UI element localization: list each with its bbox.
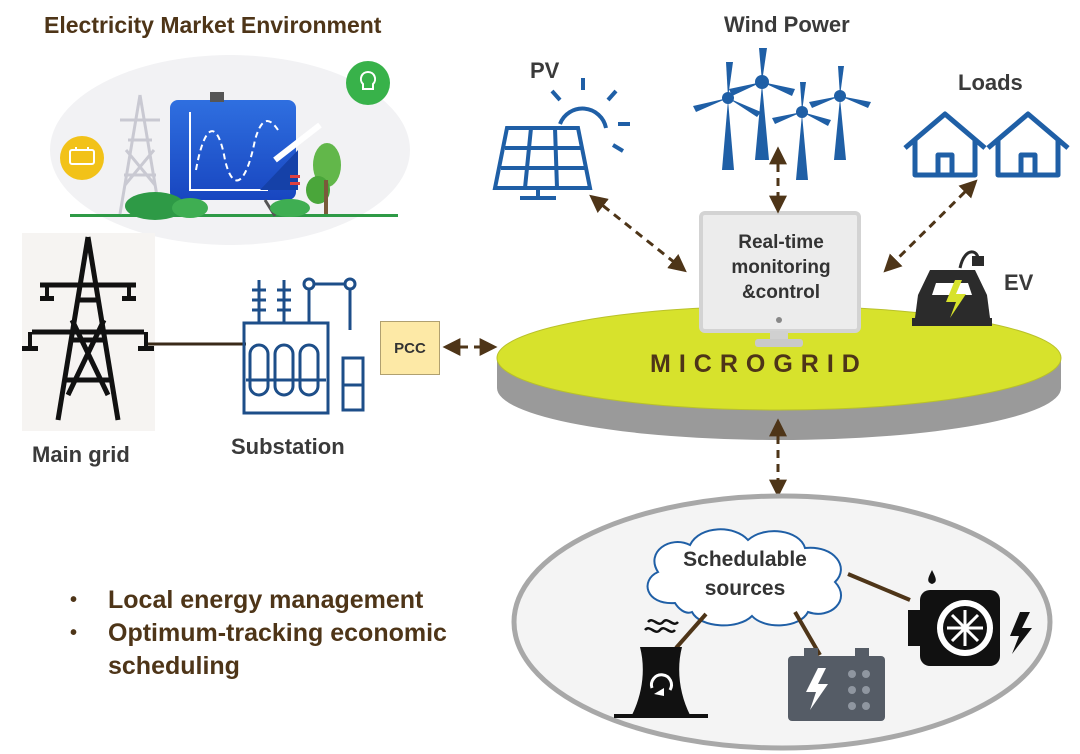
bullet-text: Local energy management: [108, 586, 424, 614]
pcc-label: PCC: [394, 339, 426, 357]
pv-panel-icon: [492, 78, 630, 200]
monitor-line-1: Real-time: [738, 232, 824, 253]
market-label: Electricity Market Environment: [44, 12, 382, 38]
source-links: [674, 572, 911, 657]
connection-arrows: [442, 146, 978, 498]
ev-car-icon: [912, 250, 992, 326]
microgrid-label: MICROGRID: [650, 350, 868, 378]
market-illustration: [50, 55, 410, 245]
bullet-list: • Local energy management • Optimum-trac…: [70, 584, 447, 683]
pcc-box: PCC: [380, 321, 440, 375]
cloud-line-1: Schedulable: [683, 548, 807, 571]
bullet-text: Optimum-tracking economic: [108, 619, 447, 647]
main-grid-label: Main grid: [32, 442, 130, 467]
monitor-line-3: &control: [741, 282, 821, 303]
main-grid-tower-icon: [22, 233, 155, 431]
bullet-dot: •: [70, 589, 78, 611]
loads-houses-icon: [903, 111, 1070, 178]
monitor-text: Real-time monitoring &control: [706, 230, 856, 305]
substation-icon: [242, 277, 365, 415]
ev-label: EV: [1004, 270, 1034, 295]
generator-icon: [788, 648, 885, 721]
pv-label: PV: [530, 58, 560, 83]
cloud-shape: [646, 528, 842, 627]
microgrid-platform: [496, 305, 1062, 440]
bullet-text-continued: scheduling: [108, 652, 240, 680]
bullet-item: • Optimum-tracking economic scheduling: [70, 617, 447, 683]
substation-label: Substation: [231, 434, 345, 459]
wind-turbines-icon: [693, 48, 871, 180]
cooling-tower-icon: [614, 619, 708, 718]
cloud-line-2: sources: [704, 577, 786, 600]
diesel-engine-icon: [908, 570, 1032, 666]
wind-label: Wind Power: [724, 12, 850, 37]
bullet-dot: •: [70, 622, 78, 644]
cloud-text: Schedulable sources: [660, 545, 830, 603]
loads-label: Loads: [958, 70, 1023, 95]
bullet-item: • Local energy management: [70, 584, 447, 617]
monitor-line-2: monitoring: [731, 257, 831, 278]
